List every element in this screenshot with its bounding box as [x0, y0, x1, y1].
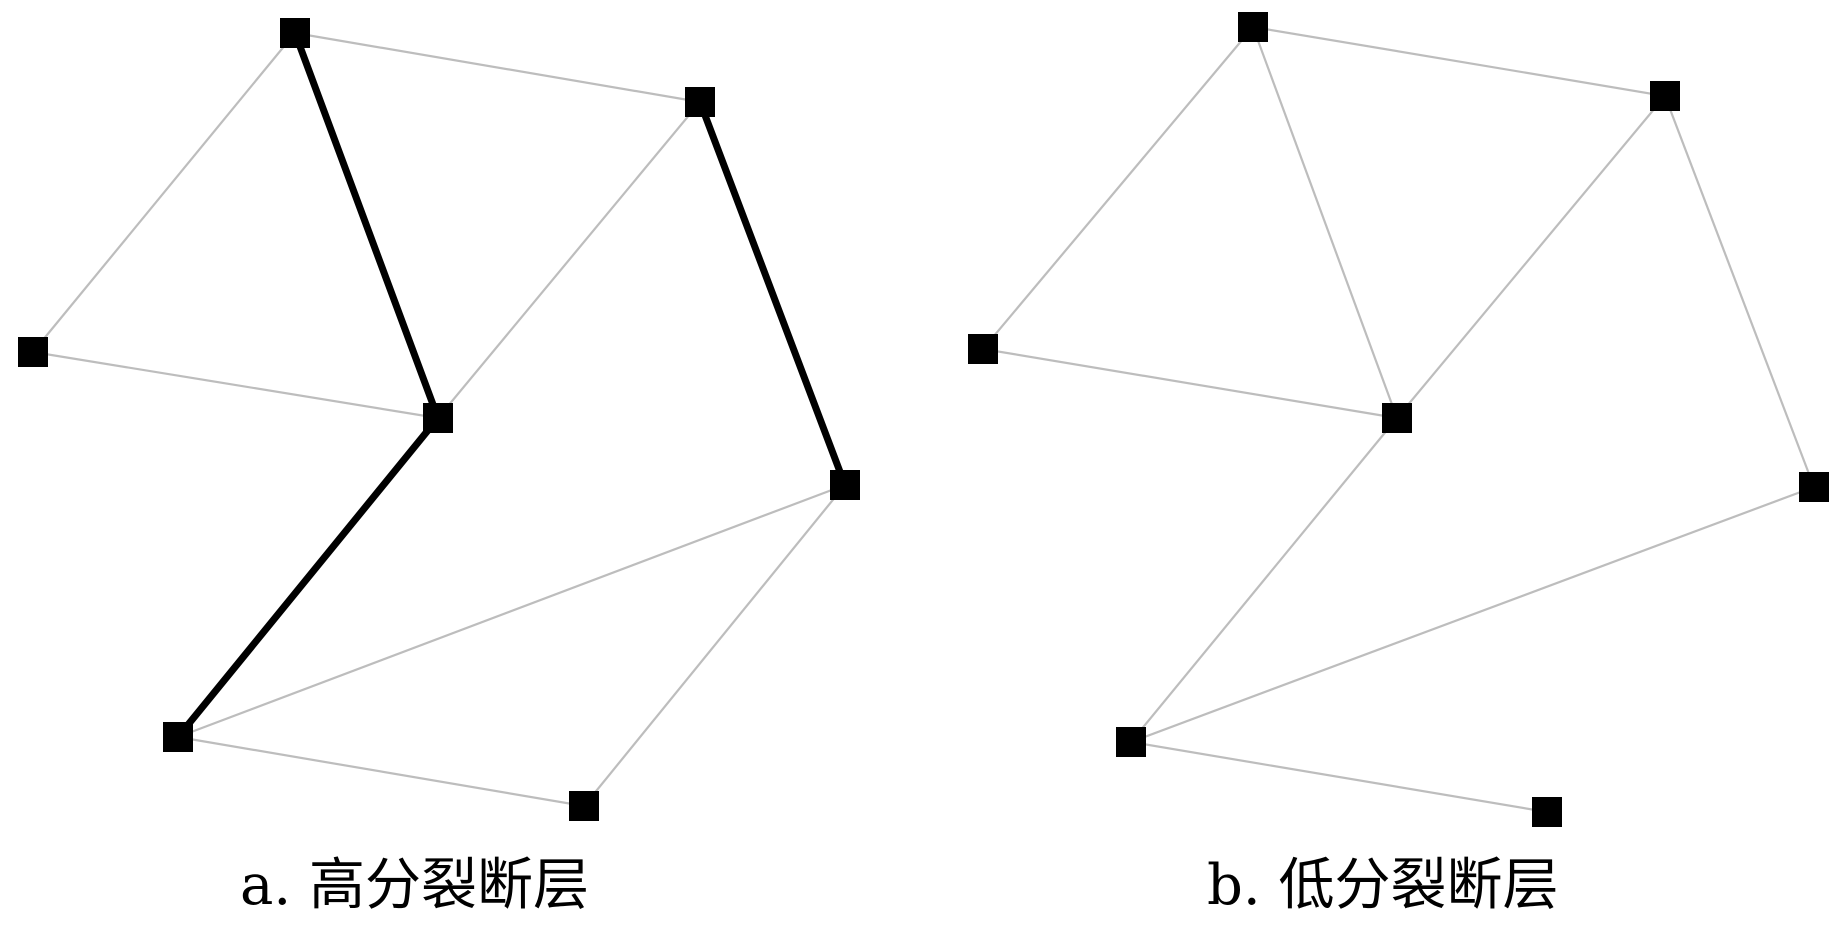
graph-a — [18, 18, 860, 821]
graph-b — [968, 12, 1829, 827]
node-0 — [1238, 12, 1268, 42]
node-6 — [569, 791, 599, 821]
node-2 — [968, 334, 998, 364]
node-5 — [1116, 727, 1146, 757]
caption-b: b. 低分裂断层 — [1207, 853, 1559, 918]
panel-a: a. 高分裂断层 — [18, 18, 860, 918]
edge-5-6 — [1130, 740, 1548, 814]
node-4 — [1799, 472, 1829, 502]
node-6 — [1532, 797, 1562, 827]
edge-0-3 — [1251, 26, 1399, 419]
panel-b: b. 低分裂断层 — [917, 0, 1834, 937]
edge-1-3 — [437, 101, 701, 419]
edge-1-4 — [1663, 95, 1816, 488]
edge-5-4 — [1130, 485, 1815, 744]
node-3 — [1382, 403, 1412, 433]
edge-4-5 — [177, 483, 846, 739]
edge-0-1 — [294, 31, 701, 104]
edge-3-5 — [1130, 417, 1398, 743]
node-2 — [18, 337, 48, 367]
edge-6-4 — [583, 484, 846, 807]
node-4 — [830, 470, 860, 500]
node-0 — [280, 18, 310, 48]
edge-1-3 — [1396, 95, 1666, 419]
edge-0-1 — [1252, 25, 1666, 98]
node-1 — [685, 87, 715, 117]
node-5 — [163, 722, 193, 752]
fault-edge-1-4 — [696, 98, 849, 489]
edge-0-2 — [32, 32, 296, 353]
edge-2-3 — [982, 347, 1398, 420]
node-1 — [1650, 81, 1680, 111]
fault-edge-0-3 — [291, 29, 442, 422]
fault-edge-3-5 — [174, 414, 442, 741]
edge-0-2 — [982, 26, 1254, 350]
caption-a: a. 高分裂断层 — [240, 853, 589, 918]
edge-5-6 — [177, 735, 585, 808]
edge-2-3 — [32, 350, 439, 420]
node-3 — [423, 403, 453, 433]
